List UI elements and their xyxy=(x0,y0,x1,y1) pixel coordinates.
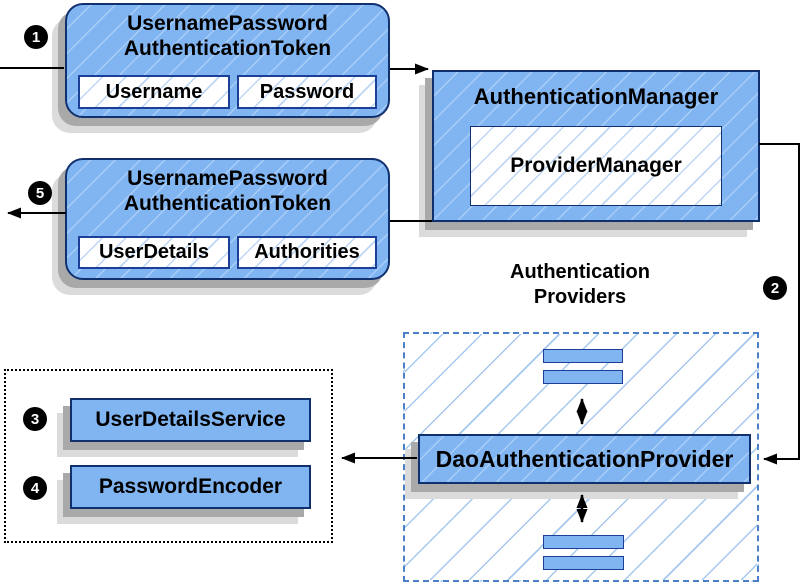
response-token-title-line1: UsernamePassword xyxy=(127,167,328,190)
authentication-providers-label: Authentication Providers xyxy=(430,260,730,310)
provider-manager-box: ProviderManager xyxy=(470,126,722,206)
username-field-box: Username xyxy=(78,75,230,109)
user-details-service-box: UserDetailsService xyxy=(70,398,311,442)
authentication-providers-label-line2: Providers xyxy=(533,286,627,308)
dao-authentication-provider-box: DaoAuthenticationProvider xyxy=(418,434,751,484)
response-token-title: UsernamePassword AuthenticationToken xyxy=(67,160,388,216)
request-token-title-line1: UsernamePassword xyxy=(127,12,328,35)
provider-placeholder-bar xyxy=(543,535,624,549)
password-encoder-box: PasswordEncoder xyxy=(70,465,311,509)
flow-arrow-manager-to-dao-provider xyxy=(759,143,800,465)
authorities-field-box: Authorities xyxy=(237,236,377,269)
request-token-title: UsernamePassword AuthenticationToken xyxy=(67,5,388,61)
provider-placeholder-bar xyxy=(543,349,623,363)
provider-placeholder-bar xyxy=(543,556,624,570)
services-group xyxy=(4,369,333,543)
request-token-box: UsernamePassword AuthenticationToken Use… xyxy=(65,3,390,118)
step-2-badge: 2 xyxy=(763,276,787,300)
provider-placeholder-bar xyxy=(543,370,623,384)
request-token-title-line2: AuthenticationToken xyxy=(123,37,332,60)
authentication-manager-title: AuthenticationManager xyxy=(473,84,719,109)
password-field-box: Password xyxy=(237,75,377,109)
step-1-badge: 1 xyxy=(24,25,48,49)
step-4-badge: 4 xyxy=(23,476,47,500)
response-token-box: UsernamePassword AuthenticationToken Use… xyxy=(65,158,390,280)
authentication-providers-label-line1: Authentication xyxy=(510,261,650,283)
response-token-title-line2: AuthenticationToken xyxy=(123,192,332,215)
step-3-badge: 3 xyxy=(23,407,47,431)
step-5-badge: 5 xyxy=(28,181,52,205)
authentication-manager-box: AuthenticationManager ProviderManager xyxy=(432,70,760,222)
userdetails-field-box: UserDetails xyxy=(78,236,230,269)
